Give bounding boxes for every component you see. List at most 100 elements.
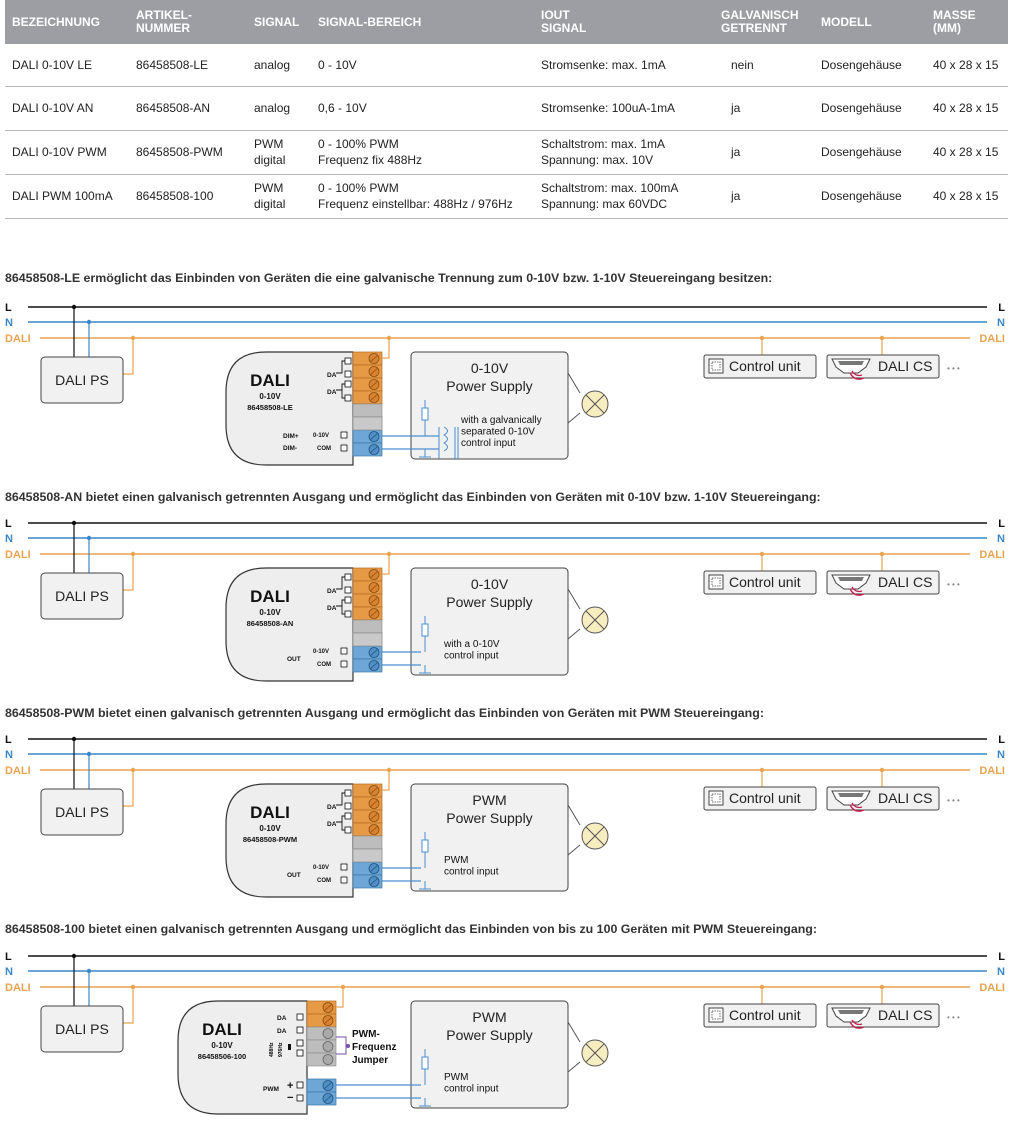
terminal-square	[340, 863, 348, 871]
bus-label-l-right: L	[998, 302, 1005, 314]
control-unit-icon	[708, 574, 724, 590]
terminal-screw-slot	[323, 1016, 333, 1025]
cell-iout: Stromsenke: max. 1mA	[534, 44, 714, 87]
da-label: DA	[277, 1015, 287, 1022]
cell-bezeichnung: DALI PWM 100mA	[5, 174, 129, 219]
isolation-transformer	[438, 426, 459, 459]
terminal-label-0-10v: 0-10V	[313, 865, 329, 871]
jumper-bracket	[336, 1046, 347, 1055]
terminal-label-com: COM	[317, 662, 331, 668]
bus-label-dali-right: DALI	[979, 333, 1005, 345]
junction-dot	[386, 551, 392, 557]
junction-dot	[130, 335, 136, 341]
header-bezeichnung: BEZEICHNUNG	[5, 0, 129, 44]
power-supply-note: control input	[444, 867, 499, 878]
terminal-square	[344, 586, 352, 594]
module-0-10v-label: 0-10V	[259, 608, 281, 617]
dali-ps-box	[40, 1005, 124, 1053]
bus-label-l-right: L	[998, 518, 1005, 530]
cell-bereich: 0 - 10V	[311, 44, 534, 87]
power-supply-box	[410, 351, 569, 460]
terminal-label-0-10v: 0-10V	[313, 649, 329, 655]
relay-symbol	[336, 576, 349, 615]
section-title-le: 86458508-LE ermöglicht das Einbinden von…	[5, 271, 773, 285]
resistor-symbol	[421, 839, 429, 853]
cell-bezeichnung: DALI 0-10V LE	[5, 44, 129, 87]
terminal-gray	[352, 835, 383, 850]
terminal-screw-slot	[369, 570, 379, 579]
header-masse: MASSE(MM)	[926, 0, 1008, 44]
more-devices-ellipsis: • • •	[947, 364, 960, 373]
junction-dot	[71, 520, 77, 526]
bus-label-dali: DALI	[5, 333, 31, 345]
module-dali-logo: DALI	[250, 803, 290, 822]
junction-dot	[86, 751, 92, 757]
power-supply-subtitle: Power Supply	[446, 594, 532, 610]
terminal-label-com: COM	[317, 446, 331, 452]
module-0-10v-label: 0-10V	[259, 392, 281, 401]
bus-label-n-right: N	[997, 317, 1005, 329]
terminal-gray	[352, 619, 383, 634]
lamp-wire	[567, 844, 581, 856]
module-0-10v-label: 0-10V	[259, 824, 281, 833]
junction-dot	[71, 953, 77, 959]
bus-label-n: N	[5, 533, 13, 545]
cell-galv: ja	[714, 86, 814, 131]
bus-label-l: L	[5, 518, 12, 530]
section-title-an: 86458508-AN bietet einen galvanisch getr…	[5, 490, 821, 504]
junction-dot	[759, 767, 765, 773]
cell-masse: 40 x 28 x 15	[926, 130, 1008, 175]
dali-ps-label: DALI PS	[55, 1021, 109, 1037]
more-devices-ellipsis: • • •	[947, 580, 960, 589]
terminal-square	[344, 826, 352, 834]
sensor-waves	[849, 1019, 865, 1029]
dali-ps-box	[40, 356, 124, 404]
da-label: DA	[327, 804, 337, 811]
terminal-screw	[322, 1028, 334, 1039]
junction-dot	[86, 319, 92, 325]
da-label: DA	[277, 1028, 287, 1035]
terminal-square	[296, 1039, 304, 1047]
terminal-square	[344, 802, 352, 810]
cell-signal: analog	[247, 44, 311, 87]
power-supply-subtitle: Power Supply	[446, 810, 532, 826]
terminal-square	[296, 1094, 304, 1102]
terminal-screw-slot	[369, 812, 379, 821]
sensor-icon-lens	[838, 577, 864, 581]
bus-label-l: L	[5, 302, 12, 314]
terminal-square	[344, 610, 352, 618]
bus-label-n-right: N	[997, 533, 1005, 545]
junction-dot	[130, 984, 136, 990]
controller-module	[177, 1000, 308, 1115]
table-header-row: BEZEICHNUNG ARTIKEL-NUMMER SIGNAL SIGNAL…	[5, 0, 1008, 44]
terminal-square	[344, 596, 352, 604]
lamp-wire	[567, 1021, 581, 1043]
cell-masse: 40 x 28 x 15	[926, 174, 1008, 219]
power-supply-title: 0-10V	[471, 576, 509, 592]
jumper-pin	[288, 1044, 291, 1050]
cell-iout: Stromsenke: 100uA-1mA	[534, 86, 714, 131]
cell-galv: ja	[714, 174, 814, 219]
terminal-square	[344, 357, 352, 365]
bus-label-dali: DALI	[5, 982, 31, 994]
terminal-gray	[352, 416, 383, 431]
dali-ps-box	[40, 572, 124, 620]
module-dali-logo: DALI	[250, 371, 290, 390]
section-title-pwm: 86458508-PWM bietet einen galvanisch get…	[5, 706, 764, 720]
out-label-dim-minus: DIM-	[283, 445, 297, 452]
terminal-label-minus: −	[287, 1092, 293, 1104]
lamp-wire	[567, 588, 581, 610]
junction-dot	[71, 304, 77, 310]
terminal-screw-slot	[369, 648, 379, 657]
cell-bereich: 0,6 - 10V	[311, 86, 534, 131]
header-artikelnummer: ARTIKEL-NUMMER	[129, 0, 247, 44]
terminal-square	[296, 1026, 304, 1034]
